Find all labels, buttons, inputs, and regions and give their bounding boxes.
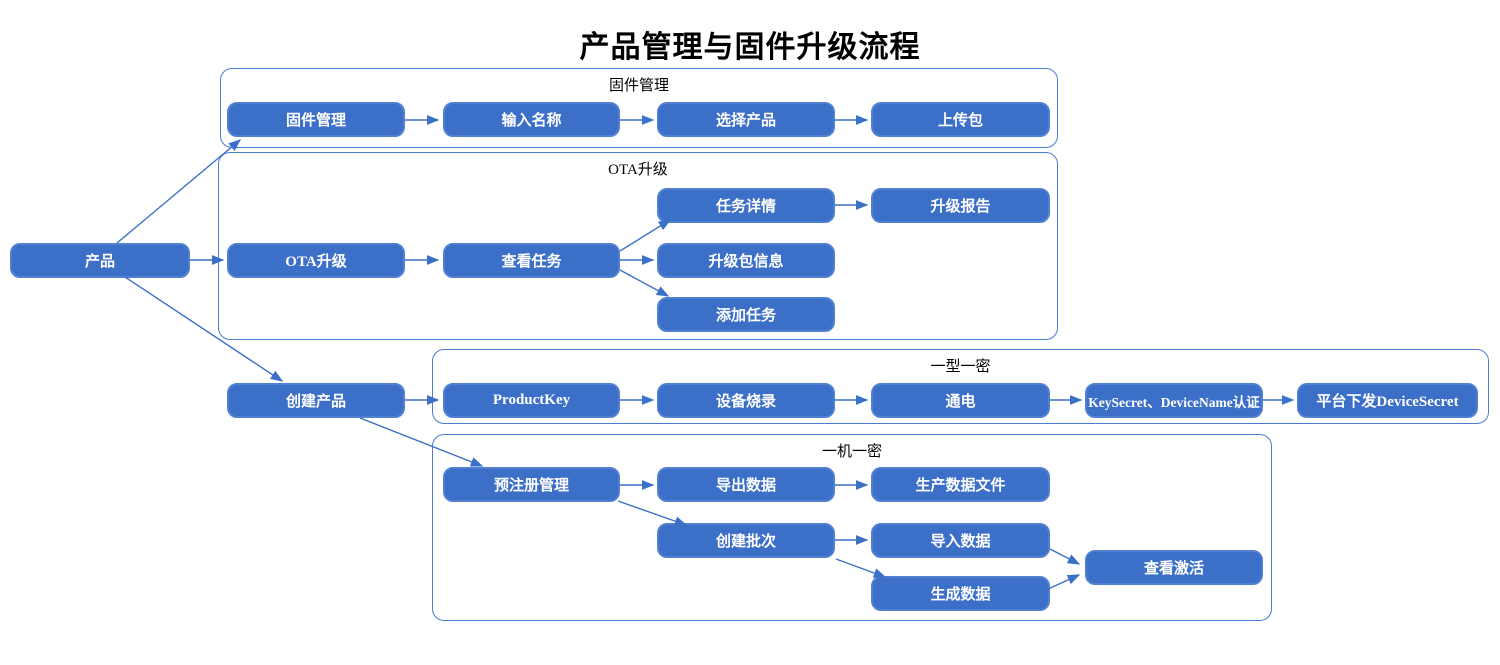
group-type-secret: 一型一密 <box>432 349 1489 424</box>
node-product: 产品 <box>10 243 190 278</box>
node-create-product: 创建产品 <box>227 383 405 418</box>
node-add-task: 添加任务 <box>657 297 835 332</box>
node-preregister: 预注册管理 <box>443 467 620 502</box>
node-create-batch: 创建批次 <box>657 523 835 558</box>
node-upgrade-report: 升级报告 <box>871 188 1050 223</box>
node-keysecret-auth: KeySecret、DeviceName认证 <box>1085 383 1263 418</box>
node-product-key: ProductKey <box>443 383 620 418</box>
node-firmware-mgmt: 固件管理 <box>227 102 405 137</box>
group-device-secret: 一机一密 <box>432 434 1272 621</box>
node-input-name: 输入名称 <box>443 102 620 137</box>
node-export-data: 导出数据 <box>657 467 835 502</box>
group-device-secret-label: 一机一密 <box>821 444 882 460</box>
node-platform-send: 平台下发DeviceSecret <box>1297 383 1478 418</box>
page-title: 产品管理与固件升级流程 <box>579 31 921 64</box>
node-power-on: 通电 <box>871 383 1050 418</box>
node-generate-data: 生成数据 <box>871 576 1050 611</box>
node-task-detail: 任务详情 <box>657 188 835 223</box>
node-view-task: 查看任务 <box>443 243 620 278</box>
node-select-product: 选择产品 <box>657 102 835 137</box>
group-firmware-label: 固件管理 <box>608 78 669 94</box>
group-ota-label: OTA升级 <box>608 162 668 178</box>
node-import-data: 导入数据 <box>871 523 1050 558</box>
node-package-info: 升级包信息 <box>657 243 835 278</box>
node-production-file: 生产数据文件 <box>871 467 1050 502</box>
group-ota: OTA升级 <box>218 152 1058 340</box>
group-type-secret-label: 一型一密 <box>930 359 991 375</box>
node-ota-upgrade: OTA升级 <box>227 243 405 278</box>
node-device-burn: 设备烧录 <box>657 383 835 418</box>
node-upload-package: 上传包 <box>871 102 1050 137</box>
node-view-activation: 查看激活 <box>1085 550 1263 585</box>
group-firmware: 固件管理 <box>220 68 1058 148</box>
